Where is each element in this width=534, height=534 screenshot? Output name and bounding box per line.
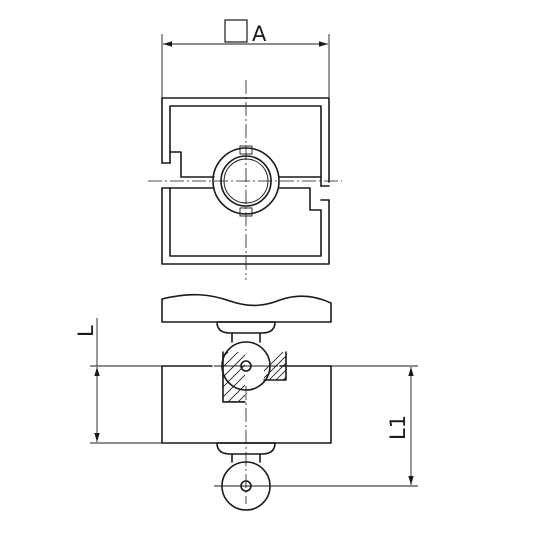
- dimension-a-label: A: [252, 22, 267, 46]
- dimension-l: L: [74, 318, 162, 444]
- cover-plate: [161, 293, 332, 323]
- square-symbol-icon: [224, 19, 248, 43]
- clamp-upper-half: [161, 97, 330, 187]
- dimension-l1: L1: [246, 365, 418, 487]
- dimension-a: A: [161, 19, 330, 98]
- front-view: L L1: [74, 293, 418, 511]
- top-view: A: [148, 19, 342, 280]
- pipe-bore: [212, 145, 280, 217]
- upper-swivel-lug: [214, 321, 278, 391]
- dimension-l1-label: L1: [386, 415, 410, 440]
- dimension-l-label: L: [74, 325, 98, 337]
- clamp-body: [161, 351, 332, 504]
- clamp-lower-half: [161, 187, 330, 265]
